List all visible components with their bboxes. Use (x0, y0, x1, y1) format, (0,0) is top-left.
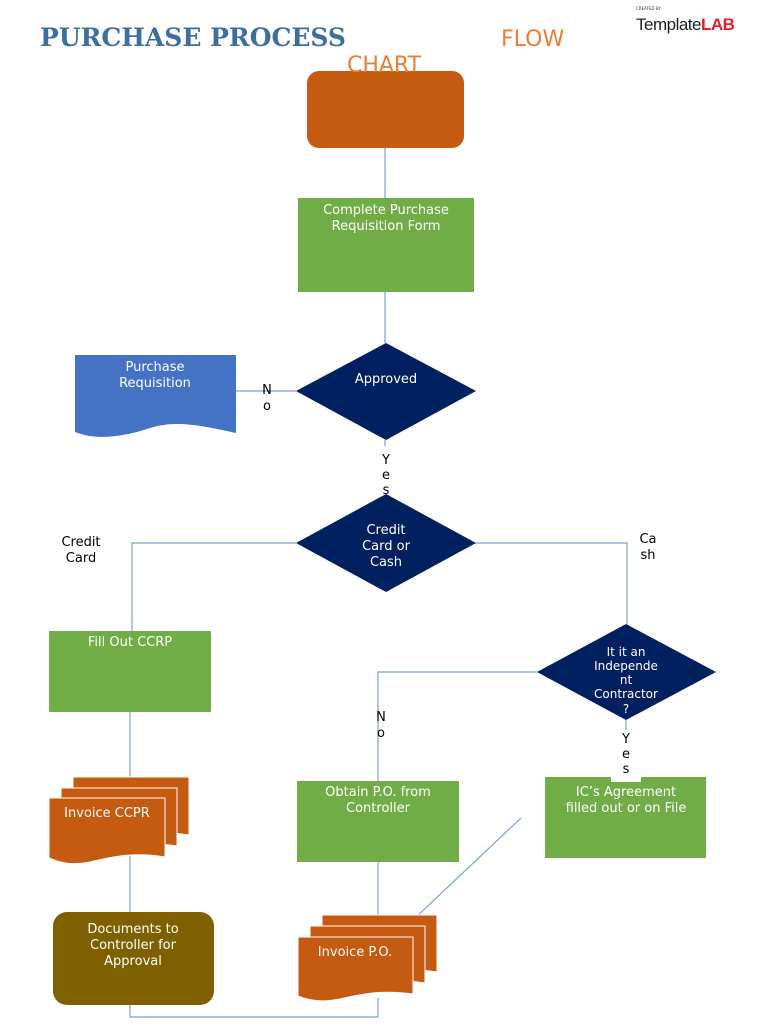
templatelab-logo: CREATED BY TemplateLAB (636, 6, 735, 34)
title-part3: CHART (347, 53, 422, 78)
connector-contractor-po (377, 671, 537, 781)
connector-payment-ccrp (131, 542, 296, 631)
svg-text:Invoice P.O.: Invoice P.O. (318, 945, 392, 960)
connector-payment-contractor (475, 542, 628, 624)
connector-ic-invoice (414, 817, 522, 919)
svg-text:Approved: Approved (355, 372, 417, 387)
svg-text:Fill Out CCRP: Fill Out CCRP (88, 635, 172, 650)
fill-out-ccrp-node: Fill Out CCRP (49, 631, 211, 712)
start-terminal (307, 71, 464, 148)
invoice-ccpr-documents: Invoice CCPR (48, 776, 190, 865)
svg-text:Invoice CCPR: Invoice CCPR (64, 806, 150, 821)
invoice-po-documents: Invoice P.O. (297, 914, 438, 1002)
title-part2: FLOW (501, 27, 564, 52)
svg-text:TemplateLAB: TemplateLAB (636, 15, 735, 34)
approved-decision: Approved (296, 343, 476, 440)
connectors (129, 148, 628, 1018)
svg-text:CREATED BY: CREATED BY (636, 6, 661, 11)
title-part1: PURCHASE PROCESS (40, 23, 346, 52)
connector-documents-invoice-po (129, 998, 379, 1018)
